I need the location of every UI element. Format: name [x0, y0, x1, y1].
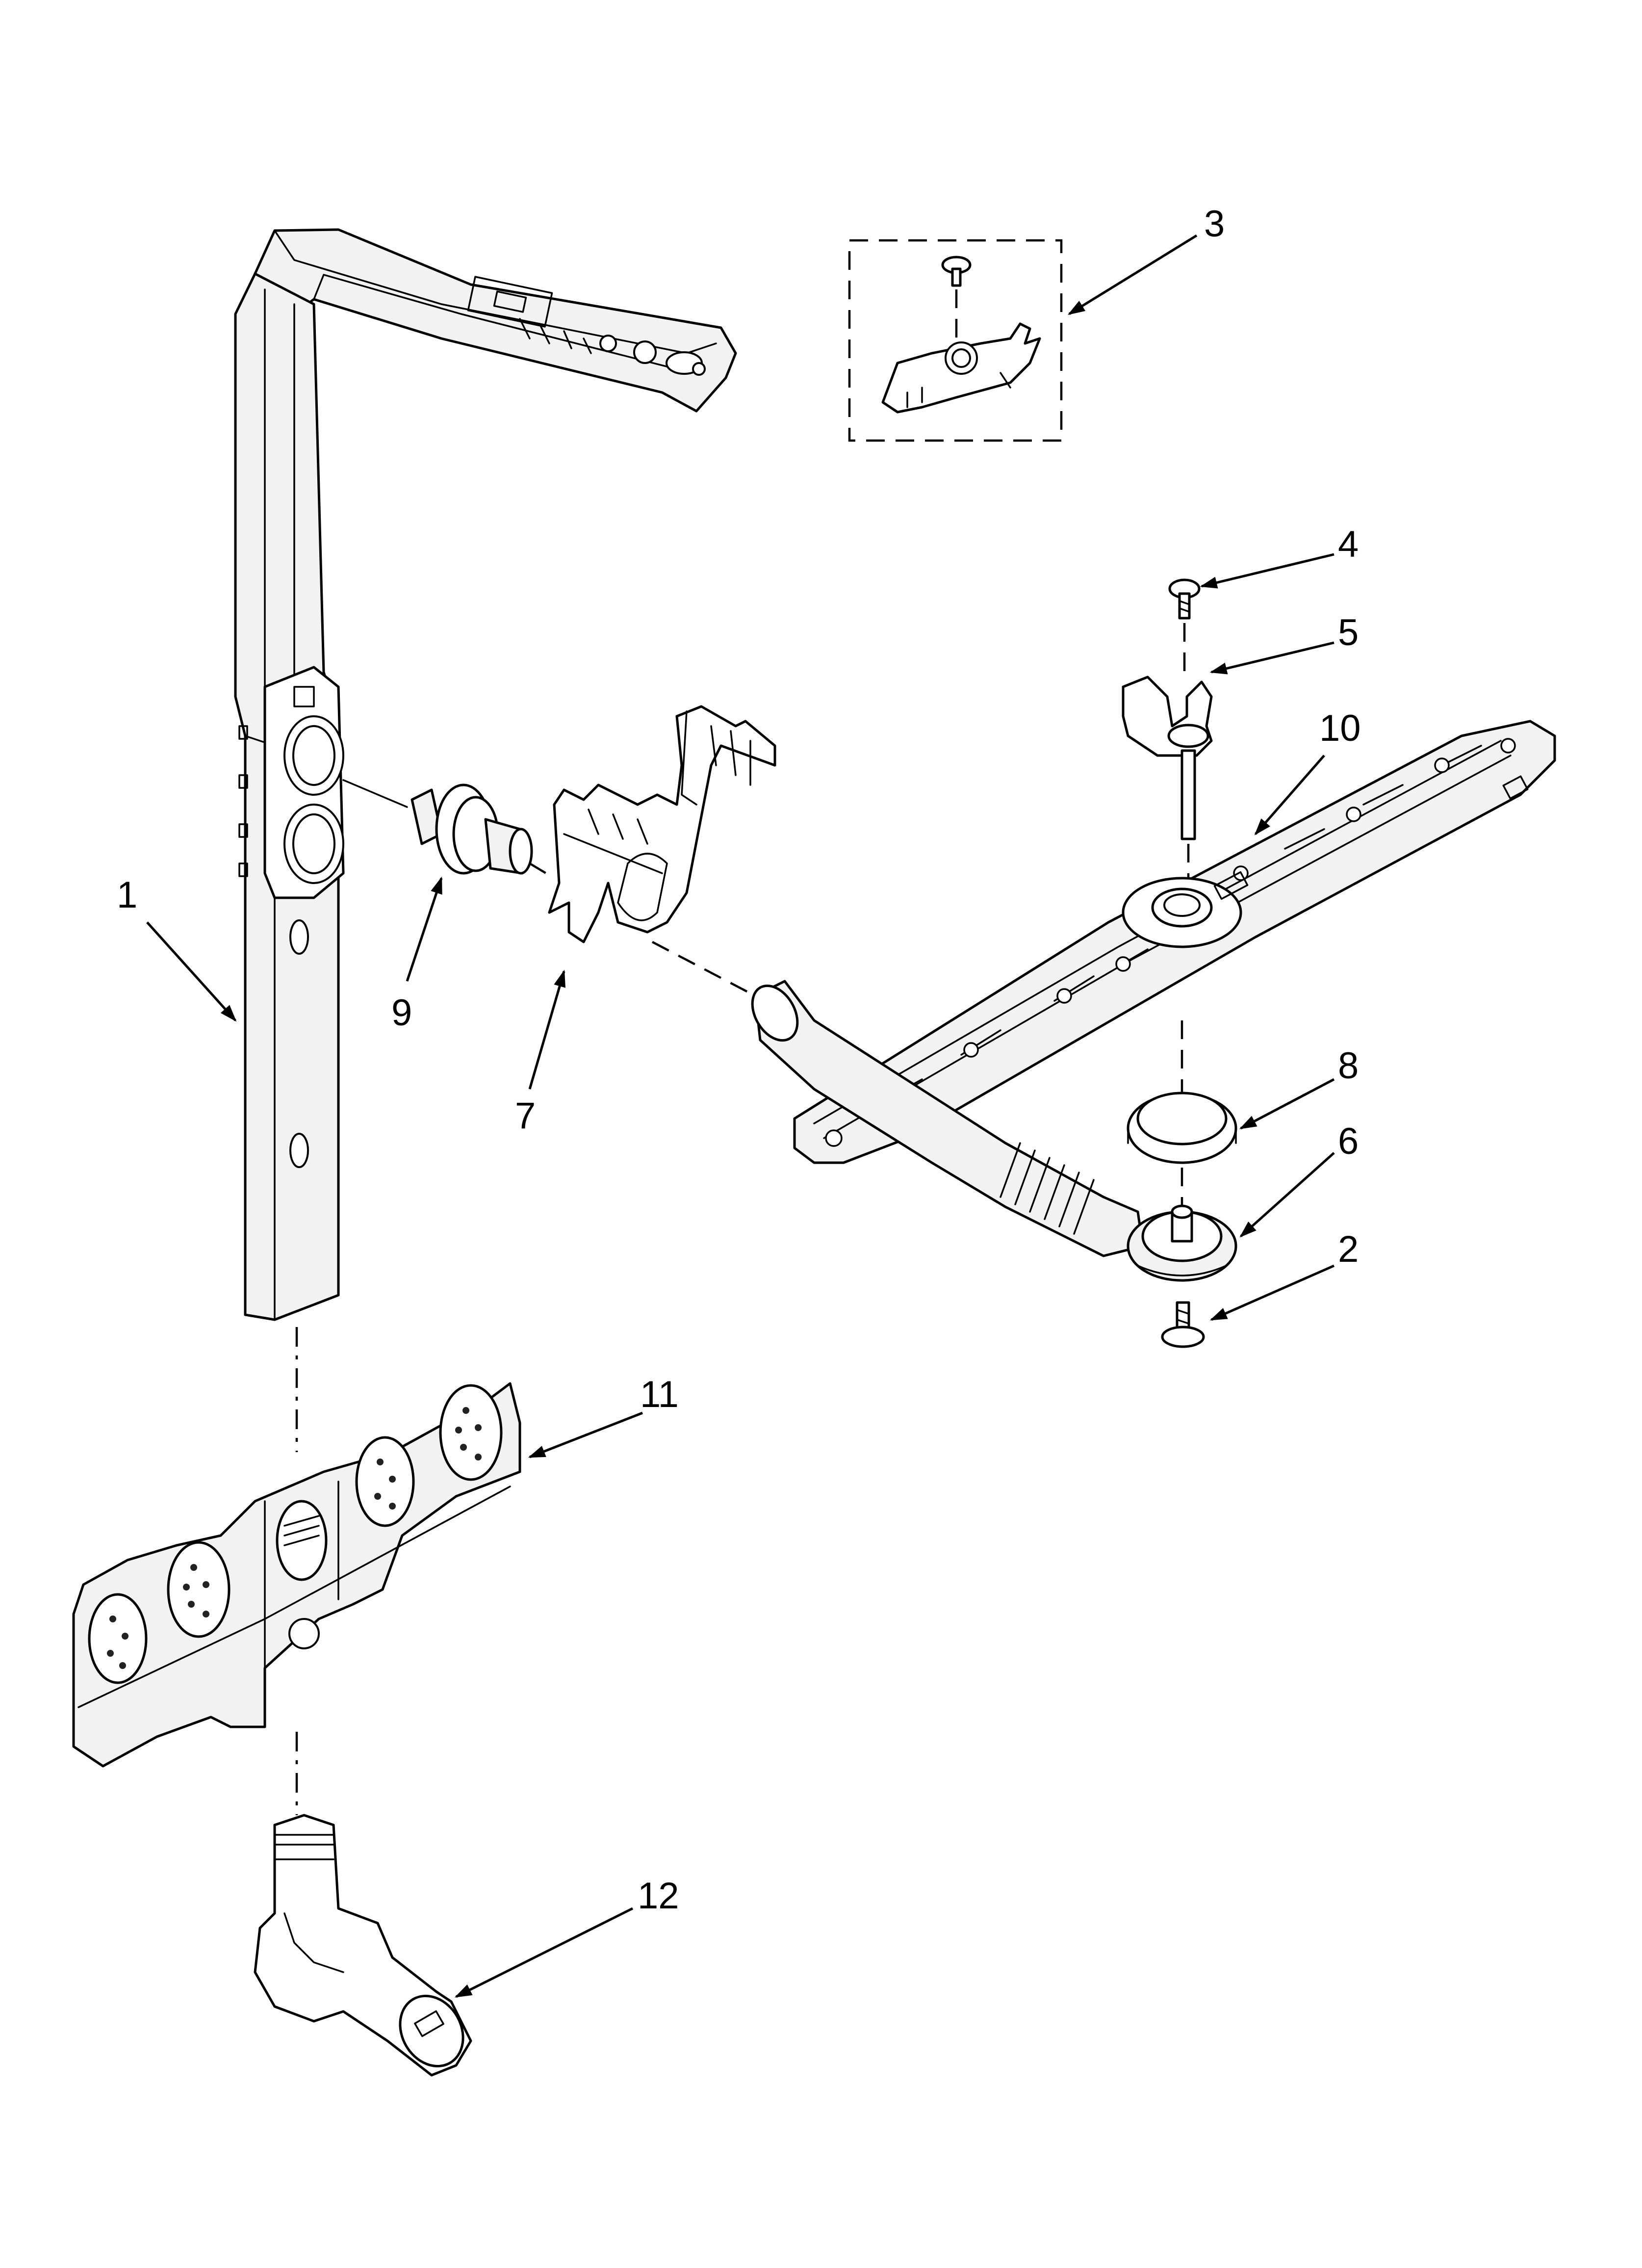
callout-8: 8 — [1338, 1045, 1359, 1087]
callout-3: 3 — [1204, 203, 1225, 245]
callout-labels: 1 2 3 4 5 6 7 8 9 10 11 12 — [117, 203, 1361, 1917]
part-1-manifold — [234, 228, 737, 1321]
callout-5: 5 — [1338, 612, 1359, 653]
callout-11: 11 — [640, 1374, 679, 1415]
callout-1: 1 — [117, 874, 137, 916]
assembly-lines — [295, 623, 1190, 1815]
callout-4: 4 — [1338, 523, 1359, 565]
part-8-ring — [1127, 1092, 1237, 1164]
part-5-retainer — [1122, 676, 1213, 840]
callout-12: 12 — [638, 1875, 679, 1917]
part-12-inlet — [254, 1814, 472, 2077]
part-7-bracket — [548, 705, 776, 943]
part-4-screw — [1168, 578, 1201, 620]
callout-7: 7 — [515, 1095, 536, 1137]
part-11-jet-manifold — [72, 1382, 521, 1768]
part-6-bearing — [1127, 1204, 1237, 1282]
part-3-kit — [848, 239, 1063, 442]
leader-lines — [146, 234, 1335, 1998]
callout-9: 9 — [391, 992, 412, 1034]
supply-tube — [751, 980, 1144, 1257]
callout-6: 6 — [1338, 1121, 1359, 1162]
part-9-valve — [410, 783, 533, 875]
callout-10: 10 — [1319, 707, 1361, 749]
part-2-screw — [1161, 1301, 1205, 1348]
callout-2: 2 — [1338, 1228, 1359, 1270]
